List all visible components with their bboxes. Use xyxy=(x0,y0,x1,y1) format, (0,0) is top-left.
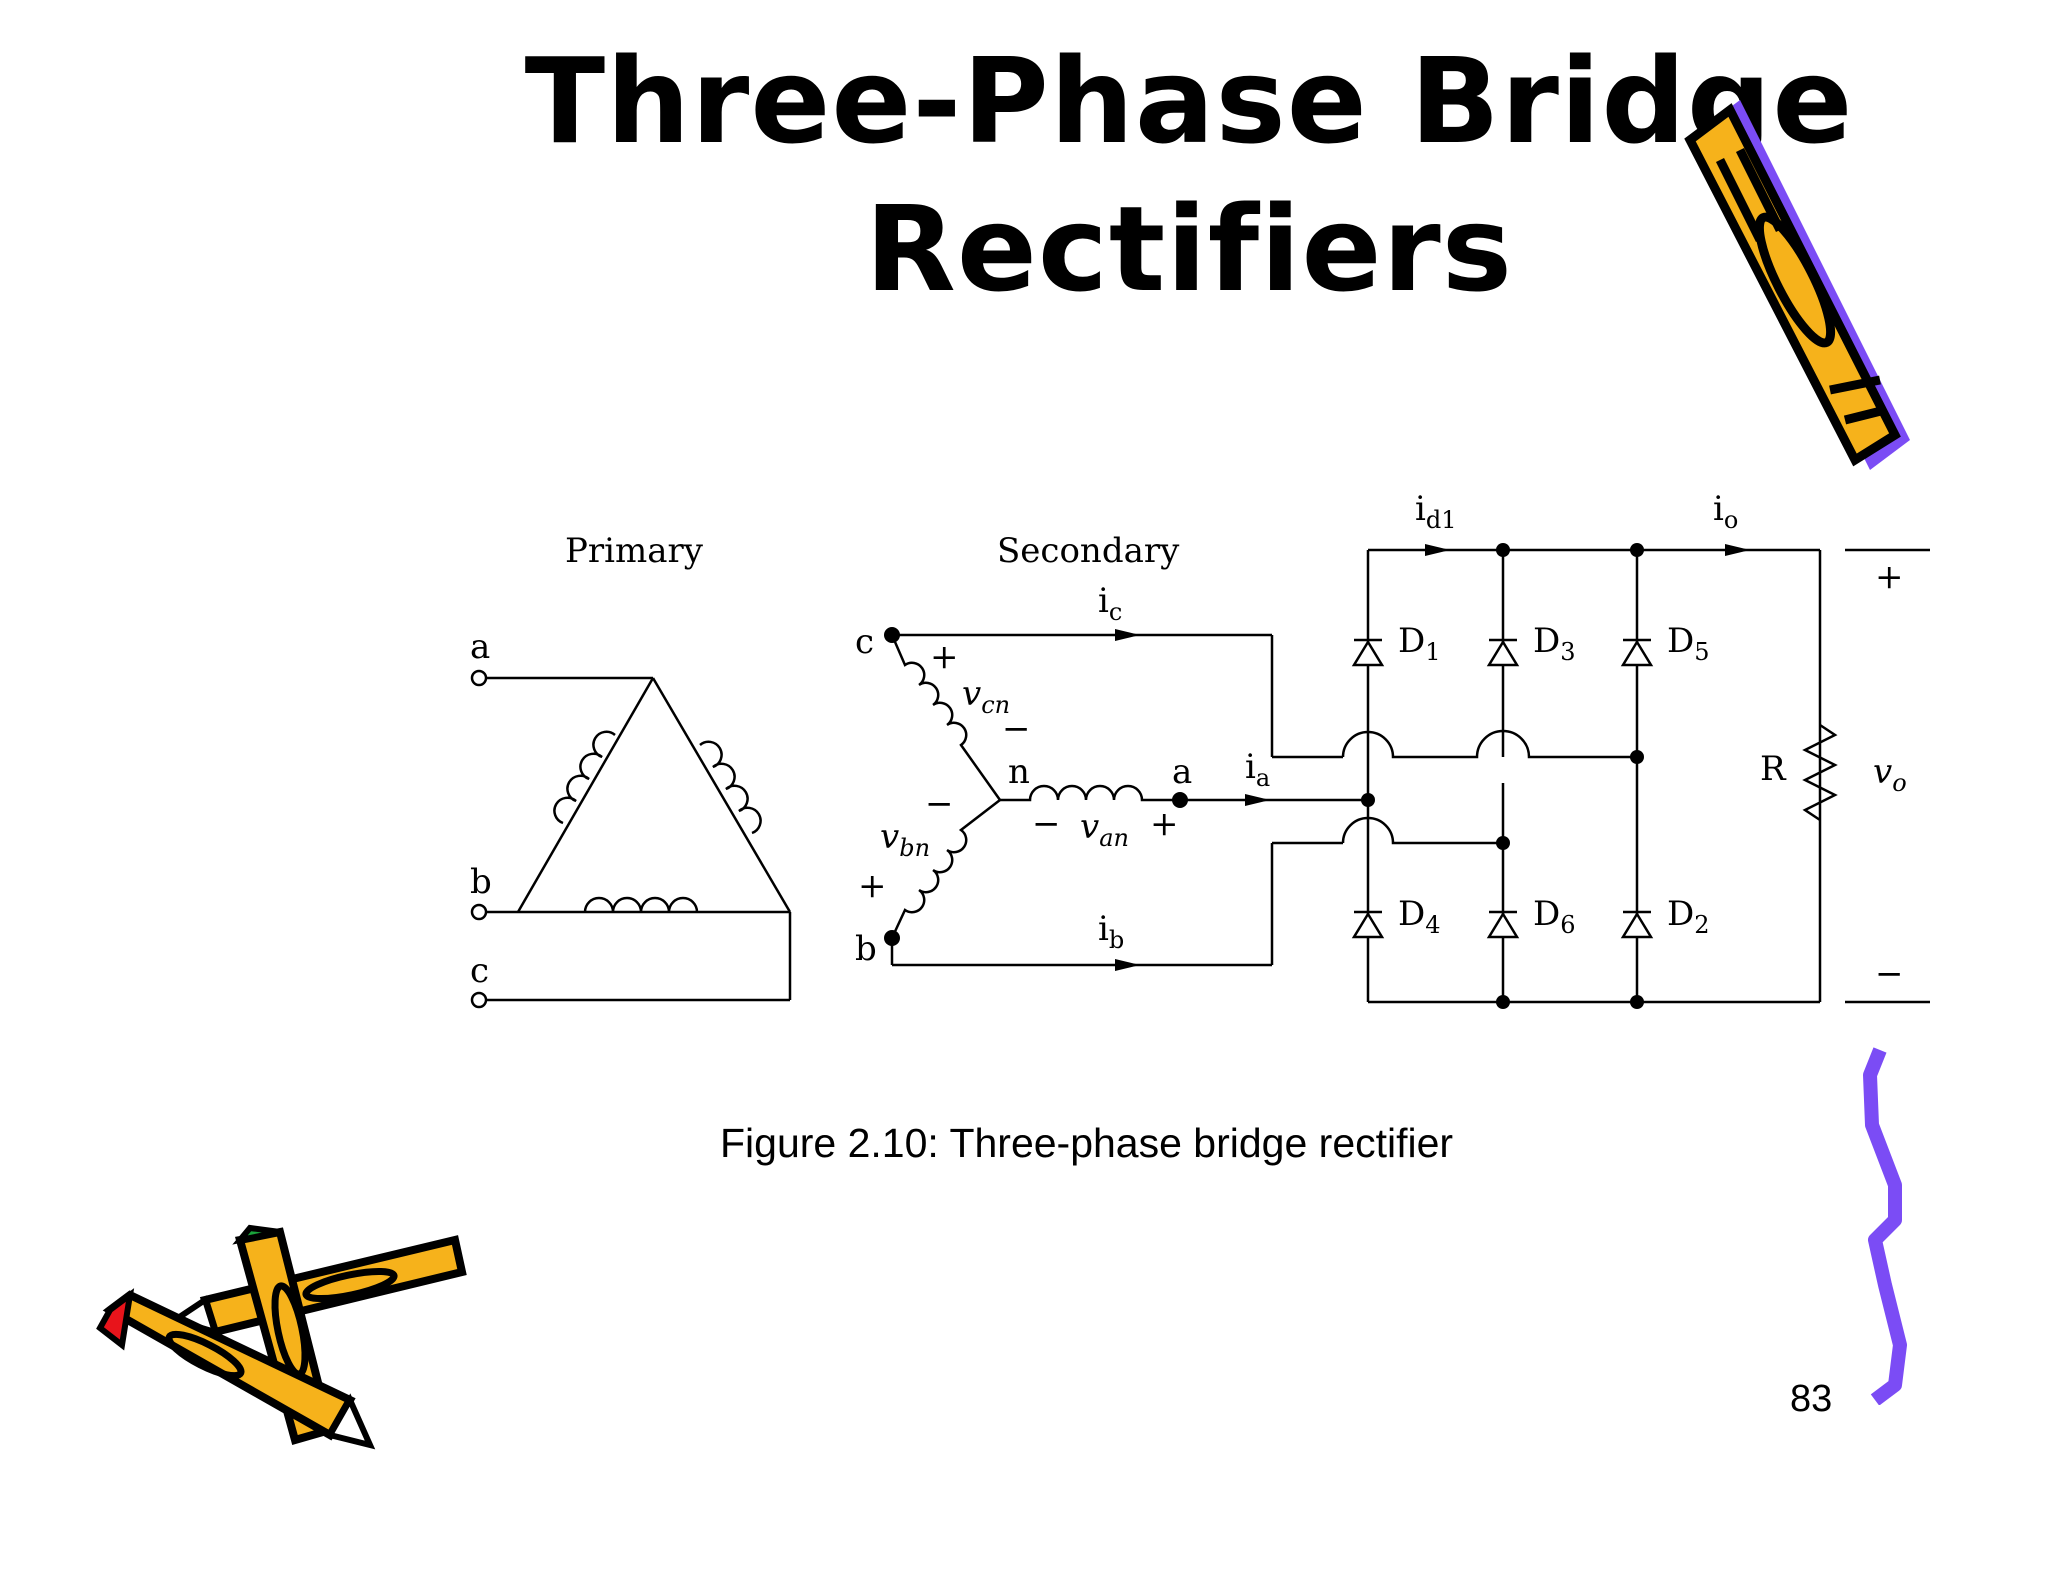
diode-d2-label: D2 xyxy=(1667,894,1710,939)
current-ia: ia xyxy=(1245,747,1270,792)
pencil-top-right-icon xyxy=(1684,100,1910,470)
secondary-terminal-b: b xyxy=(855,929,877,969)
current-ib: ib xyxy=(1098,909,1124,954)
neutral-terminal-n: n xyxy=(1008,752,1030,792)
voltage-vbn: vbn xyxy=(880,817,930,862)
secondary-terminal-a: a xyxy=(1172,752,1192,792)
vo-minus: − xyxy=(1875,954,1904,994)
current-ic: ic xyxy=(1098,581,1122,626)
squiggle-decoration-icon xyxy=(1863,1047,1907,1405)
primary-label: Primary xyxy=(565,531,704,571)
primary-terminal-c: c xyxy=(470,951,489,991)
secondary-label: Secondary xyxy=(997,531,1180,571)
vcn-minus: − xyxy=(1002,709,1031,749)
primary-terminal-b: b xyxy=(470,862,492,902)
diode-d3-label: D3 xyxy=(1533,621,1576,666)
page-number: 83 xyxy=(1790,1378,1833,1420)
resistor-label: R xyxy=(1760,749,1787,789)
diode-d1-label: D1 xyxy=(1398,621,1441,666)
van-plus: + xyxy=(1150,804,1179,844)
slide-title-line-1: Three-Phase Bridge xyxy=(524,32,1854,170)
van-minus: − xyxy=(1032,804,1061,844)
vcn-plus: + xyxy=(930,637,959,677)
voltage-vo: vo xyxy=(1873,752,1907,797)
vbn-minus: − xyxy=(925,784,954,824)
figure-caption: Figure 2.10: Three-phase bridge rectifie… xyxy=(720,1120,1454,1166)
diode-d4-label: D4 xyxy=(1398,894,1441,939)
vbn-plus: + xyxy=(858,866,887,906)
current-io: io xyxy=(1713,489,1738,534)
voltage-van: van xyxy=(1080,807,1129,852)
diode-d5-label: D5 xyxy=(1667,621,1710,666)
primary-terminal-a: a xyxy=(470,627,490,667)
diode-d6-label: D6 xyxy=(1533,894,1576,939)
slide-title-line-2: Rectifiers xyxy=(865,180,1513,318)
crossed-pencils-icon xyxy=(96,1224,467,1450)
voltage-vcn: vcn xyxy=(962,674,1010,719)
vo-plus: + xyxy=(1875,557,1904,597)
current-id1: id1 xyxy=(1415,489,1457,534)
secondary-terminal-c: c xyxy=(855,622,874,662)
